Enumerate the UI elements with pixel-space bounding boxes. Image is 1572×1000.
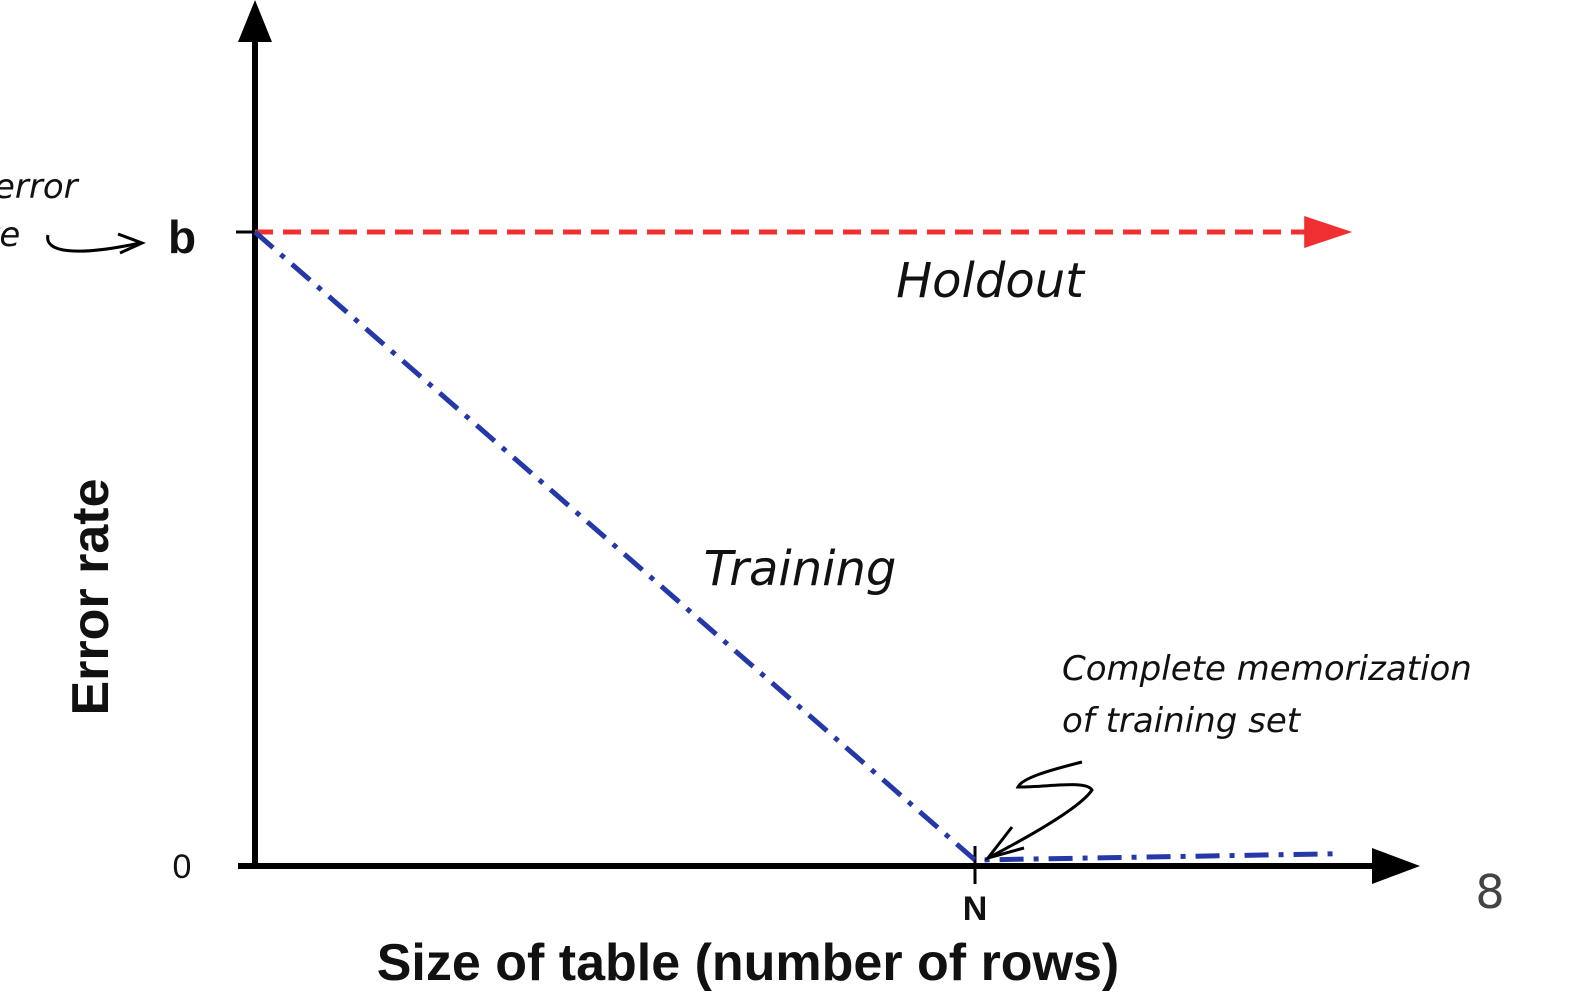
- series-label-training: Training: [704, 541, 897, 597]
- annotation-error-line2: te: [0, 215, 20, 255]
- series-label-holdout: Holdout: [896, 253, 1086, 309]
- page-number: 8: [1475, 865, 1504, 919]
- annotation-error-line1: error: [0, 167, 80, 207]
- y-axis-arrowhead: [238, 0, 272, 42]
- x-axis-arrowhead: [1372, 848, 1420, 884]
- annotation-memorization-line2: of training set: [1062, 701, 1302, 741]
- annotation-memorization-arrowhead: [984, 826, 1025, 861]
- holdout-arrowhead: [1304, 216, 1353, 248]
- x-axis-title: Size of table (number of rows): [377, 934, 1120, 992]
- y-tick-label-0: 0: [173, 848, 192, 886]
- annotation-error-arrowhead: [117, 232, 146, 255]
- y-axis-title: Error rate: [62, 479, 120, 716]
- x-tick-label-n: N: [963, 890, 988, 928]
- annotation-error-arrow: [46, 234, 141, 253]
- annotation-memorization-arrow: [989, 760, 1094, 859]
- y-tick-label-b: b: [168, 211, 196, 263]
- annotation-memorization-line1: Complete memorization: [1062, 649, 1472, 689]
